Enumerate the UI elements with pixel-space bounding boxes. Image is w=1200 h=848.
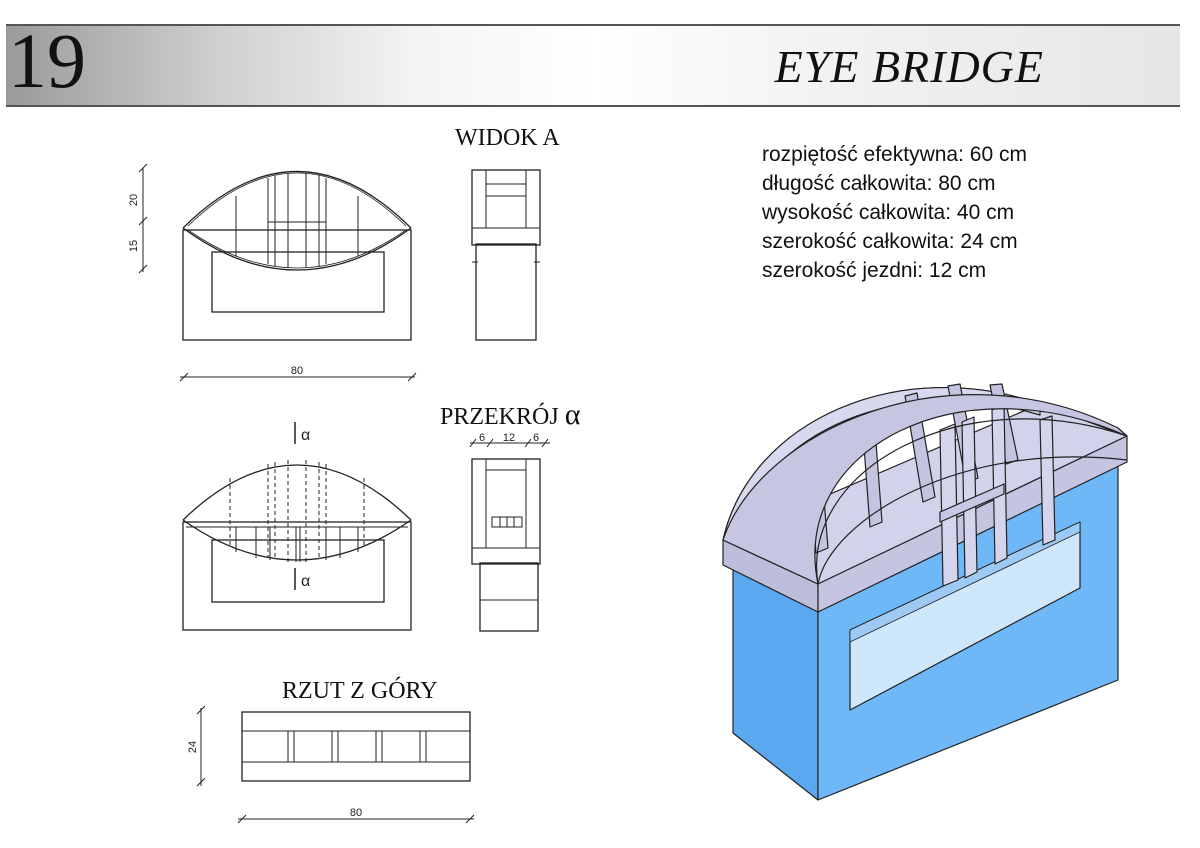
- view-a-title: WIDOK A: [455, 125, 560, 151]
- section-title: PRZEKRÓJ α: [440, 398, 580, 432]
- header-band: [6, 24, 1180, 107]
- front-elevation: [138, 163, 417, 382]
- top-length-dimension: [237, 814, 475, 824]
- section-arch-bottom: [182, 519, 412, 561]
- dim-top-width: 24: [187, 741, 199, 753]
- section-title-text: PRZEKRÓJ: [440, 404, 559, 430]
- section-deck-verticals: [235, 527, 359, 562]
- top-width-dimension: [196, 705, 206, 787]
- dim-section-right: 6: [533, 432, 539, 444]
- spec-roadway-width: szerokość jezdni: 12 cm: [762, 259, 987, 282]
- section-elevation: [182, 422, 412, 631]
- side-elevation: [471, 169, 541, 341]
- top-view-crossbeams: [287, 731, 427, 762]
- sheet-number: 19: [8, 17, 86, 104]
- front-opening: [211, 251, 385, 313]
- dim-height-upper: 20: [128, 194, 140, 206]
- section-hidden-lines: [229, 460, 365, 562]
- top-view: [196, 705, 475, 824]
- side-lower-outline: [475, 243, 537, 341]
- dim-section-mid: 12: [503, 432, 515, 444]
- front-arch-lower-curve: [817, 456, 1128, 585]
- top-view-title: RZUT Z GÓRY: [282, 678, 438, 704]
- section-marker-top: α: [301, 427, 310, 444]
- side-upper-outline: [471, 169, 541, 246]
- sheet-title: EYE BRIDGE: [774, 41, 1044, 92]
- front-arch-inner-top: [187, 172, 407, 227]
- dim-section-left: 6: [479, 432, 485, 444]
- bridge-3d-render: [722, 383, 1128, 801]
- spec-total-width: szerokość całkowita: 24 cm: [762, 230, 1018, 253]
- front-length-dimension: [179, 372, 417, 382]
- front-verticals: [235, 173, 359, 268]
- spec-total-height: wysokość całkowita: 40 cm: [762, 201, 1015, 224]
- section-side-view: [469, 438, 550, 632]
- front-base-outline: [182, 229, 412, 341]
- spec-effective-span: rozpiętość efektywna: 60 cm: [762, 143, 1027, 166]
- section-arch-top: [182, 464, 412, 521]
- dim-height-lower: 15: [128, 240, 140, 252]
- dim-top-length: 80: [350, 807, 362, 819]
- dim-front-length: 80: [291, 365, 303, 377]
- section-marker-bottom: α: [301, 573, 310, 590]
- spec-total-length: długość całkowita: 80 cm: [762, 172, 996, 195]
- section-base-outline: [182, 521, 412, 631]
- specifications-list: rozpiętość efektywna: 60 cm długość całk…: [762, 140, 1027, 285]
- front-arch-top: [182, 170, 412, 229]
- front-height-dimension: [138, 163, 148, 274]
- section-side-upper: [471, 458, 541, 565]
- section-side-lower: [479, 562, 539, 632]
- section-opening: [211, 539, 385, 603]
- top-view-outline: [241, 711, 471, 782]
- front-arch-bottom: [182, 227, 412, 271]
- section-symbol: α: [564, 398, 581, 431]
- front-arch-inner-bottom: [187, 229, 407, 269]
